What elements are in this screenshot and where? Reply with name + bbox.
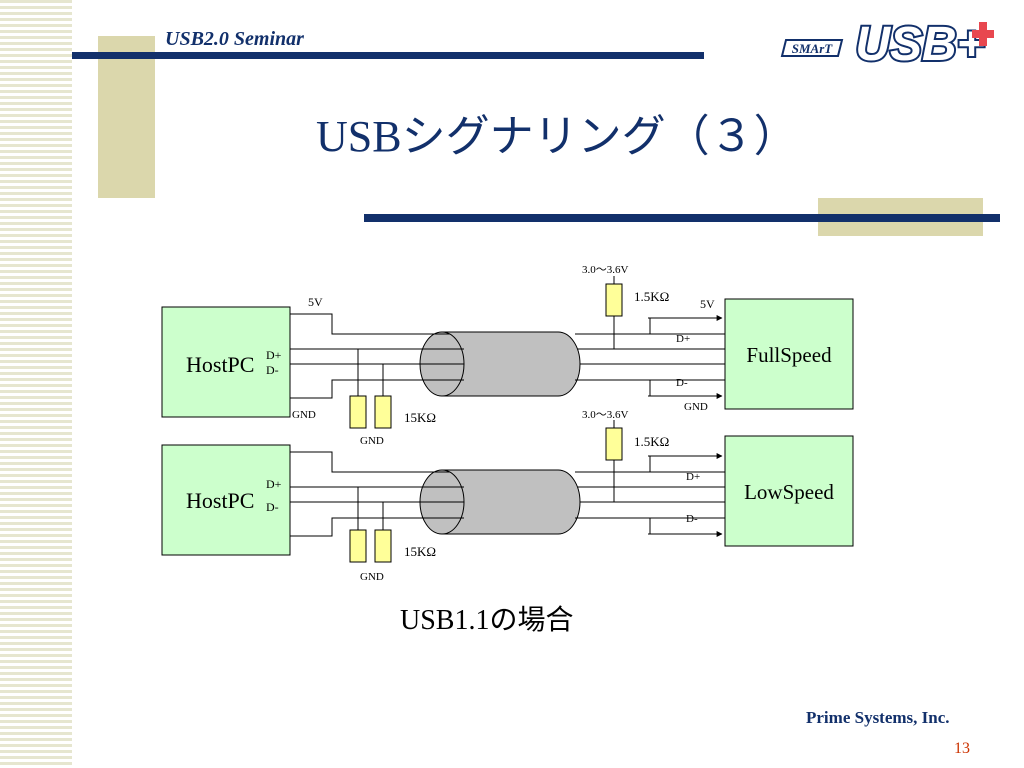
bottom-host-dminus: D-	[266, 500, 279, 514]
diagram-caption: USB1.1の場合	[400, 605, 574, 636]
fullspeed-device-box	[724, 298, 854, 410]
bottom-host-gnd-wire	[290, 517, 430, 537]
top-device-dplus: D+	[676, 333, 690, 345]
logo-usb-text: USB+	[855, 18, 984, 68]
top-pullup-value: 1.5KΩ	[634, 289, 669, 304]
bottom-hostpc-box	[161, 444, 291, 556]
usb-logo: SMArT USB+	[780, 16, 994, 68]
top-pulldown-gnd: GND	[360, 435, 384, 447]
bottom-pullup-value: 1.5KΩ	[634, 434, 669, 449]
top-host-gnd-label: GND	[292, 409, 316, 421]
header-decoration	[72, 36, 1000, 236]
bottom-host-5v-wire	[290, 451, 430, 473]
bottom-device-dplus: D+	[686, 471, 700, 483]
top-host-dminus: D-	[266, 363, 279, 377]
footer-company: Prime Systems, Inc.	[806, 708, 950, 727]
top-host-dplus: D+	[266, 348, 282, 362]
decorative-stripes	[0, 0, 72, 768]
header-accent-block	[98, 36, 155, 198]
bottom-cable-body	[441, 469, 581, 535]
bottom-pulldown-resistor-1	[349, 529, 367, 563]
lowspeed-device-label: LowSpeed	[744, 480, 834, 504]
top-hostpc-label: HostPC	[186, 352, 254, 377]
svg-text:SMArT: SMArT	[792, 41, 834, 56]
header-rule	[72, 52, 704, 59]
top-host-gnd-wire	[290, 379, 430, 399]
bottom-device-dminus: D-	[686, 513, 698, 525]
top-hostpc-box	[161, 306, 291, 418]
bottom-pullup-supply: 3.0～3.6V	[582, 409, 628, 421]
logo-smart-text: SMArT	[780, 39, 844, 57]
top-pullup-resistor	[605, 283, 623, 317]
top-host-5v-label: 5V	[308, 295, 323, 309]
bottom-pulldown-value: 15KΩ	[404, 544, 436, 559]
top-device-gnd-label: GND	[684, 401, 708, 413]
top-host-5v-wire	[290, 313, 430, 335]
top-pulldown-resistor-2	[374, 395, 392, 429]
seminar-label: USB2.0 Seminar	[165, 28, 304, 50]
bottom-hostpc-label: HostPC	[186, 488, 254, 513]
bottom-pullup-resistor	[605, 427, 623, 461]
bottom-host-dplus: D+	[266, 477, 282, 491]
page-number: 13	[954, 740, 970, 757]
top-pulldown-value: 15KΩ	[404, 410, 436, 425]
top-cable-body	[441, 331, 581, 397]
lowspeed-device-box	[724, 435, 854, 547]
slide-title: USBシグナリング（３）	[316, 112, 798, 161]
top-circuit: HostPC D+ D- 5V GND 15KΩ GND 3.0～3.6V 1.…	[161, 264, 854, 447]
bottom-circuit: HostPC D+ D- 15KΩ GND 3.0～3.6V 1.5KΩ D+ …	[161, 409, 854, 583]
top-pulldown-resistor-1	[349, 395, 367, 429]
bottom-pulldown-gnd: GND	[360, 571, 384, 583]
top-device-dminus: D-	[676, 377, 688, 389]
top-pullup-supply: 3.0～3.6V	[582, 264, 628, 276]
top-device-5v-label: 5V	[700, 297, 715, 311]
usb-signaling-diagram: HostPC D+ D- 5V GND 15KΩ GND 3.0～3.6V 1.…	[161, 264, 854, 583]
title-rule	[364, 214, 1000, 222]
bottom-pulldown-resistor-2	[374, 529, 392, 563]
fullspeed-device-label: FullSpeed	[746, 343, 832, 367]
logo-plus-v	[979, 22, 987, 46]
